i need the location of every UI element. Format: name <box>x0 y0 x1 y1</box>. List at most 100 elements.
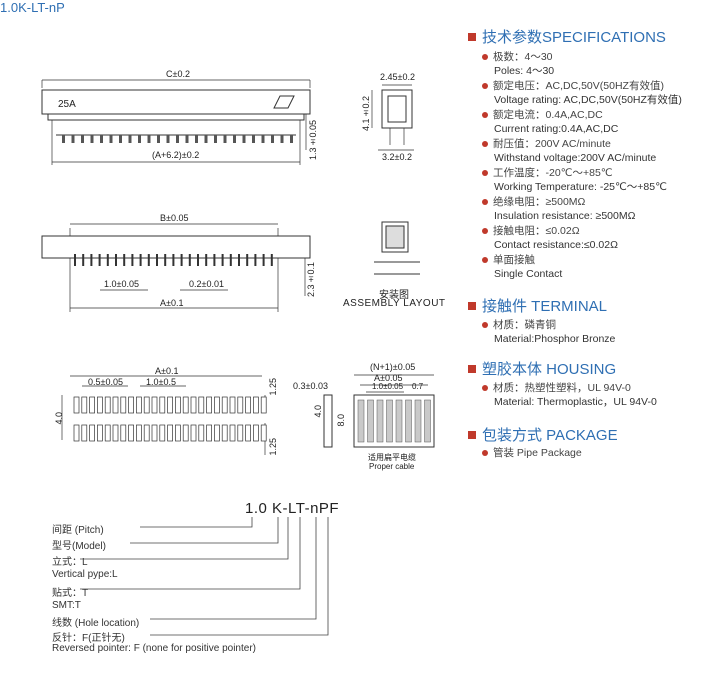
pad-mark <box>229 396 236 414</box>
pad-mark <box>104 396 111 414</box>
cable-10: 1.0±0.05 <box>372 382 404 391</box>
pin-mark <box>100 135 103 143</box>
spec-en: Voltage rating: AC,DC,50V(50HZ有效值) <box>494 94 682 106</box>
spec-zh: 接触电阻：≤0.02Ω <box>493 225 580 237</box>
cable-conductor <box>357 399 365 443</box>
pin-mark <box>74 254 76 266</box>
pad-mark <box>151 424 158 442</box>
pin-mark <box>123 254 126 266</box>
pad-mark <box>159 396 166 414</box>
pad-mark <box>206 396 212 414</box>
coding-line: 反针：F(正针无) <box>52 633 125 644</box>
assembly-zh: 安装图 <box>379 290 409 301</box>
dim-c: C±0.2 <box>166 69 190 79</box>
pad-mark <box>112 396 119 414</box>
pin-mark <box>119 135 122 143</box>
pin-mark <box>233 135 236 143</box>
cable-zh: 适用扁平电缆 <box>368 453 416 462</box>
package-heading-label: 包装方式 PACKAGE <box>482 427 618 444</box>
pin-mark <box>242 135 246 143</box>
bullet-dot-icon <box>482 170 488 177</box>
spec-heading: 技术参数SPECIFICATIONS <box>468 26 666 47</box>
pin-mark <box>147 135 151 143</box>
pin-mark <box>214 135 217 143</box>
dim-h23: 2.3±0.1 <box>306 262 316 298</box>
spec-heading-label: 技术参数SPECIFICATIONS <box>482 29 666 46</box>
pin-mark <box>290 135 293 143</box>
pad-mark <box>260 424 267 442</box>
pad-p-dim: 1.0±0.5 <box>146 377 176 387</box>
bullet-square-icon <box>468 301 476 310</box>
pad-mark <box>221 396 228 414</box>
pin-mark <box>90 135 94 143</box>
coding-line: 线数 (Hole location) <box>52 618 140 629</box>
pad-mark <box>198 424 205 442</box>
pad-mark <box>221 424 228 442</box>
pad-mark <box>89 424 95 442</box>
terminal-heading-label: 接触件 TERMINAL <box>482 298 608 315</box>
pin-mark <box>252 135 255 143</box>
pad-mark <box>190 396 197 414</box>
pad-mark <box>136 424 142 442</box>
dim-h13: 1.3±0.05 <box>308 120 318 161</box>
pad-mark <box>143 396 150 414</box>
spec-item: 额定电压：AC,DC,50V(50HZ有效值)Voltage rating: A… <box>482 79 682 107</box>
housing-heading-label: 塑胶本体 HOUSING <box>482 361 617 378</box>
pin-mark <box>238 254 240 266</box>
pin-mark <box>270 254 273 266</box>
pin-mark <box>172 254 175 266</box>
dim-pin: 0.2±0.01 <box>189 279 224 289</box>
cable-conductor <box>376 399 384 443</box>
dim-pitch: 1.0±0.05 <box>104 279 139 289</box>
pin-mark <box>138 135 141 143</box>
pad-mark <box>97 396 103 414</box>
pad-mark <box>128 424 134 442</box>
pin-mark <box>90 254 93 266</box>
spec-zh: 单面接触 <box>493 254 535 266</box>
terminal-heading: 接触件 TERMINAL <box>468 295 607 316</box>
pad-mark <box>167 396 173 414</box>
pad-mark <box>81 396 88 414</box>
pad-mark <box>151 396 158 414</box>
pad-mark <box>214 396 220 414</box>
bullet-dot-icon <box>482 322 488 329</box>
pad-mark <box>253 396 259 414</box>
coding-line: Reversed pointer: F (none for positive p… <box>52 643 256 654</box>
dim-w245: 2.45±0.2 <box>380 72 415 82</box>
pad-mark <box>182 424 189 442</box>
housing-en: Material: Thermoplastic，UL 94V-0 <box>494 396 657 408</box>
pin-mark <box>157 135 160 143</box>
spec-en: Contact resistance:≤0.02Ω <box>494 239 618 251</box>
pin-mark <box>164 254 167 266</box>
pad-125-a: 1.25 <box>268 378 278 396</box>
bullet-dot-icon <box>482 385 488 392</box>
pin-mark <box>229 254 232 266</box>
pin-mark <box>176 135 179 143</box>
dim-a62: (A+6.2)±0.2 <box>152 150 200 160</box>
package-heading: 包装方式 PACKAGE <box>468 424 618 445</box>
spec-en: Current rating:0.4A,AC,DC <box>494 123 619 135</box>
pad-mark <box>237 396 244 414</box>
coding-line: 间距 (Pitch) <box>52 525 104 536</box>
pin-mark <box>139 254 142 266</box>
cable-conductor <box>424 399 431 443</box>
pin-mark <box>180 254 183 266</box>
pin-mark <box>147 254 150 266</box>
dim-w32: 3.2±0.2 <box>382 152 412 162</box>
assembly-en: ASSEMBLY LAYOUT <box>343 298 446 309</box>
pin-mark <box>271 135 274 143</box>
pad-mark <box>229 424 236 442</box>
pin-mark <box>71 135 75 143</box>
pin-mark <box>262 254 265 266</box>
pad-mark <box>167 424 173 442</box>
pad-mark <box>120 424 127 442</box>
spec-en: Working Temperature: -25℃～+85℃ <box>494 181 667 193</box>
bullet-square-icon <box>468 32 476 41</box>
spec-zh: 绝缘电阻：≥500MΩ <box>493 196 586 208</box>
pad-w-dim: 0.5±0.05 <box>88 377 123 387</box>
bullet-dot-icon <box>482 450 488 457</box>
cable-conductor <box>367 399 374 443</box>
coding-line: Vertical pype:L <box>52 569 118 580</box>
bullet-dot-icon <box>482 199 488 206</box>
